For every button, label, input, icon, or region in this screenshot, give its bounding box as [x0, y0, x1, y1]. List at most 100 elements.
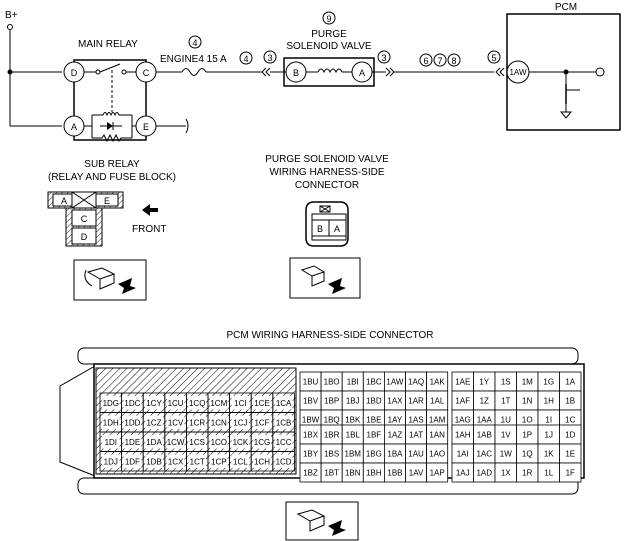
pin-label: 1BI [347, 378, 359, 387]
pin-label-bg [210, 415, 228, 429]
pin-label: 1CF [254, 418, 269, 427]
valve-connector: PURGE SOLENOID VALVE WIRING HARNESS-SIDE… [265, 154, 389, 299]
callout-valve-left: 3 [267, 53, 272, 63]
pin-label-bg [274, 454, 293, 468]
pin-label: 1Y [479, 378, 489, 387]
pin-label-bg [188, 396, 206, 410]
pin-label: 1AU [408, 450, 424, 459]
svg-text:C: C [81, 214, 88, 224]
pin-label: 1M [522, 378, 533, 387]
pcm-connector-top-rail [77, 347, 579, 365]
pin-label: 1A [565, 378, 575, 387]
pin-label-bg [188, 454, 206, 468]
pin-label-bg [145, 435, 163, 449]
pin-label: 1BO [324, 378, 340, 387]
pin-label: 1CM [210, 399, 227, 408]
pin-label-bg [166, 396, 185, 410]
pin-label: 1AJ [456, 469, 470, 478]
pin-label: 1C [565, 416, 575, 425]
pin-label: 1AY [388, 416, 403, 425]
pin-label: 1CO [211, 438, 227, 447]
svg-text:D: D [71, 68, 78, 78]
pin-label: 1BM [345, 450, 362, 459]
sub-relay-title-1: SUB RELAY [84, 159, 140, 170]
supply-label: B+ [5, 10, 18, 21]
pin-label: 1AZ [388, 431, 403, 440]
pin-label-bg [231, 454, 250, 468]
pin-label: 1AI [457, 450, 469, 459]
pin-label: 1CD [276, 457, 292, 466]
pin-label: 1AC [476, 450, 492, 459]
callout-wire-right-3: 8 [451, 56, 456, 66]
pin-label: 1J [545, 431, 553, 440]
svg-text:E: E [104, 196, 110, 206]
pin-label: 1P [522, 431, 532, 440]
valve-conn-title-1: PURGE SOLENOID VALVE [265, 154, 389, 165]
callout-valve: 9 [326, 14, 331, 24]
pin-label: 1BL [346, 431, 361, 440]
fuse-symbol [181, 68, 207, 76]
valve-title-1: PURGE [311, 29, 347, 40]
pin-label-bg [188, 435, 206, 449]
pin-label: 1DB [146, 457, 162, 466]
pin-label: 1V [501, 431, 511, 440]
relay-coil [84, 112, 136, 143]
pin-label: 1DJ [104, 457, 118, 466]
pin-label: 1AM [429, 416, 446, 425]
sub-relay-plug-icon [73, 259, 147, 301]
pin-label: 1I [545, 416, 552, 425]
pin-label: 1AV [409, 469, 424, 478]
pin-label: 1DF [125, 457, 140, 466]
pin-label: 1CE [254, 399, 270, 408]
pin-label: 1BU [303, 378, 319, 387]
pin-label: 1DI [105, 438, 117, 447]
pin-label: 1AG [455, 416, 471, 425]
pin-cell [426, 462, 449, 483]
pin-label: 1DH [103, 418, 119, 427]
svg-text:E: E [143, 122, 149, 132]
pin-label-bg [102, 435, 120, 449]
pin-label: 1CR [189, 418, 205, 427]
pin-label: 1O [522, 416, 533, 425]
front-arrow-icon [142, 204, 158, 216]
pin-label: 1B [565, 397, 575, 406]
pin-label: 1G [543, 378, 554, 387]
pin-label: 1N [522, 397, 532, 406]
pin-label: 1AT [409, 431, 423, 440]
pin-label: 1CT [190, 457, 205, 466]
pin-label-bg [253, 454, 271, 468]
main-relay-label: MAIN RELAY [78, 39, 138, 50]
svg-text:A: A [61, 196, 67, 206]
pin-label-bg [274, 435, 293, 449]
pin-label-bg [123, 454, 142, 468]
pin-label: 1BE [366, 416, 381, 425]
pin-label: 1D [565, 431, 575, 440]
pin-label: 1BB [387, 469, 402, 478]
pin-label-bg [274, 415, 293, 429]
sub-relay-connector: SUB RELAY (RELAY AND FUSE BLOCK) A E C D… [47, 159, 176, 301]
pin-label-bg [145, 454, 163, 468]
pin-label: 1AK [430, 378, 446, 387]
sub-relay-title-2: (RELAY AND FUSE BLOCK) [48, 172, 176, 183]
pin-label: 1AW [386, 378, 403, 387]
svg-text:A: A [71, 122, 77, 132]
pin-label: 1AQ [408, 378, 424, 387]
callout-wire-left: 4 [243, 54, 248, 64]
pin-label: 1W [500, 450, 512, 459]
callout-pcm-in: 5 [491, 53, 496, 63]
pin-label-bg [166, 435, 185, 449]
pin-label: 1BS [324, 450, 339, 459]
pin-label: 1E [565, 450, 575, 459]
svg-text:A: A [359, 68, 365, 78]
supply-terminal [7, 24, 13, 30]
circuit-schematic: B+ MAIN RELAY D C A E [5, 2, 621, 143]
pin-label-bg [231, 415, 250, 429]
pin-label: 1R [522, 469, 532, 478]
pin-label-bg [188, 415, 206, 429]
pin-label: 1BX [303, 431, 319, 440]
main-relay-box [73, 59, 147, 141]
pin-label: 1AB [477, 431, 492, 440]
pin-label-bg [123, 435, 142, 449]
valve-pin-b: B [317, 224, 323, 234]
